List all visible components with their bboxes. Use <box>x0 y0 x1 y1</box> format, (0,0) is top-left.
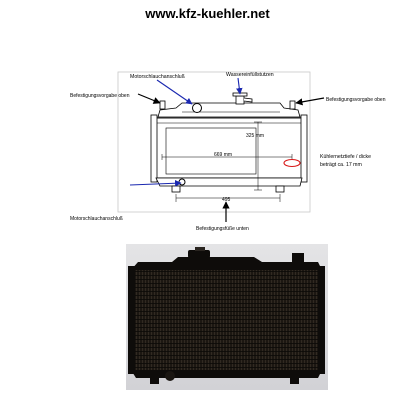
label-mount-top-right: Befestigungsvorgabe oben <box>326 97 386 103</box>
label-motor-hose-bottom: Motorschlauchanschluß <box>70 216 123 222</box>
label-feet-bottom: Befestigungsfüße unten <box>196 226 249 232</box>
lower-hose-port <box>178 178 186 186</box>
top-tank <box>157 102 301 118</box>
top-mount-tabs <box>159 100 296 110</box>
mount-arrows <box>137 93 325 222</box>
label-core-depth-line2: beträgt ca. 17 mm <box>320 162 362 168</box>
core-depth-marker <box>283 158 301 168</box>
label-water-filler: Wassereinfüllstutzen <box>226 72 274 78</box>
side-tanks <box>150 114 308 183</box>
upper-hose-port <box>192 103 202 113</box>
bottom-dimension: 495 <box>222 197 231 203</box>
callout-arrows <box>129 77 243 187</box>
width-dimension: 669 mm <box>214 152 232 158</box>
site-url-title: www.kfz-kuehler.net <box>145 6 270 21</box>
dimension-lines <box>161 121 293 202</box>
radiator-photo <box>126 244 328 390</box>
label-motor-hose-top: Motorschlauchanschluß <box>130 74 185 80</box>
label-mount-top-left: Befestigungsvorgabe oben <box>70 93 130 99</box>
height-dimension: 325 mm <box>246 133 264 139</box>
radiator-core-outline <box>155 117 303 179</box>
label-core-depth-line1: Kühlernetztiefe / dicke <box>320 154 371 160</box>
